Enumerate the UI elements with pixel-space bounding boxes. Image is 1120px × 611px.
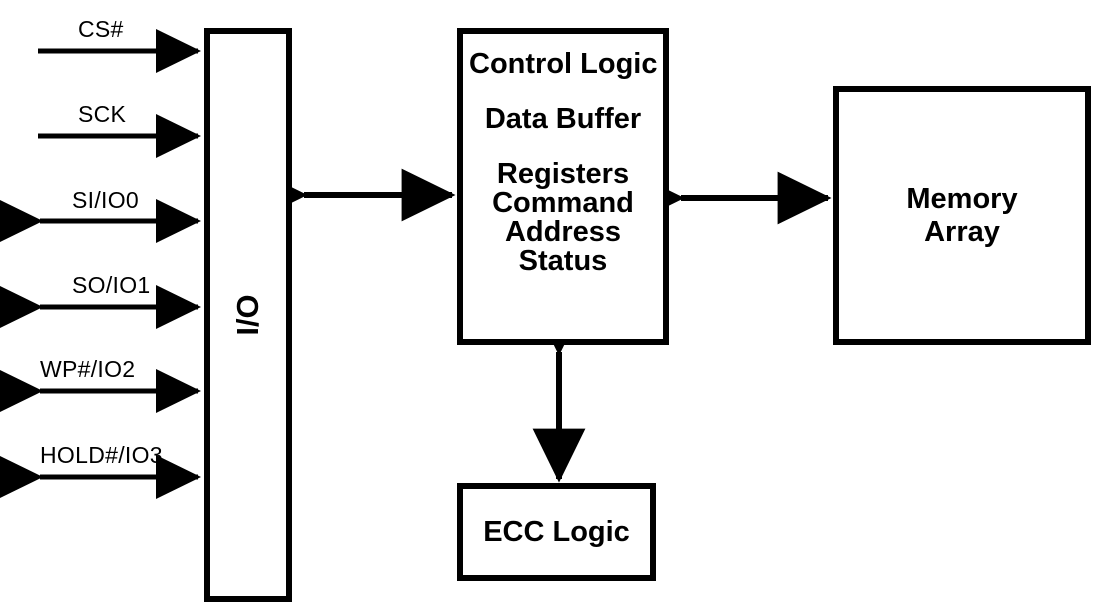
spacer (469, 134, 657, 160)
ecc-logic-block: ECC Logic (457, 483, 656, 581)
spacer (469, 79, 657, 105)
memory-array-text: Memory Array (839, 92, 1085, 339)
control-logic-block: Control Logic Data Buffer Registers Comm… (457, 28, 669, 345)
ecc-logic-text: ECC Logic (463, 489, 650, 575)
ecc-logic-label: ECC Logic (483, 515, 630, 548)
signal-label-sck: SCK (78, 101, 127, 127)
io-block: I/O (204, 28, 292, 602)
control-logic-command: Command (492, 187, 634, 219)
memory-array-block: Memory Array (833, 86, 1091, 345)
memory-array-line-2: Array (924, 215, 1000, 248)
signal-label-wp-io2: WP#/IO2 (40, 356, 136, 382)
control-logic-title: Control Logic (469, 48, 658, 80)
signal-label-si-io0: SI/IO0 (72, 187, 139, 213)
signal-label-so-io1: SO/IO1 (72, 272, 151, 298)
io-block-label: I/O (230, 294, 265, 336)
signal-label-hold-io3: HOLD#/IO3 (40, 442, 163, 468)
memory-array-line-1: Memory (906, 183, 1018, 216)
control-logic-text: Control Logic Data Buffer Registers Comm… (463, 34, 663, 339)
control-logic-address: Address (504, 216, 622, 248)
control-logic-data-buffer: Data Buffer (484, 103, 642, 135)
control-logic-registers: Registers (496, 158, 630, 190)
control-logic-status: Status (518, 245, 608, 277)
signal-label-cs: CS# (78, 16, 124, 42)
